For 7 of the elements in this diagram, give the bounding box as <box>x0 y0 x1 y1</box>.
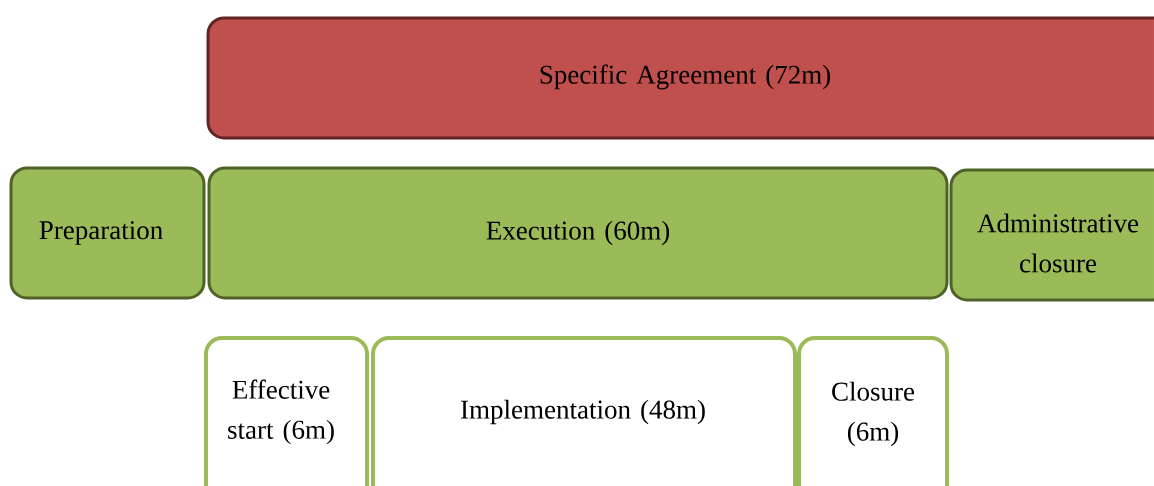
phase-box: Administrative closure <box>949 168 1154 302</box>
phase-box: Execution (60m) <box>207 166 949 300</box>
stage-box: Implementation (48m) <box>371 336 797 486</box>
phase-box: Preparation <box>9 166 206 300</box>
stage-box: Closure (6m) <box>797 336 949 486</box>
stage-box: Effective start (6m) <box>204 336 369 486</box>
agreement-bar: Specific Agreement (72m) <box>206 16 1154 140</box>
